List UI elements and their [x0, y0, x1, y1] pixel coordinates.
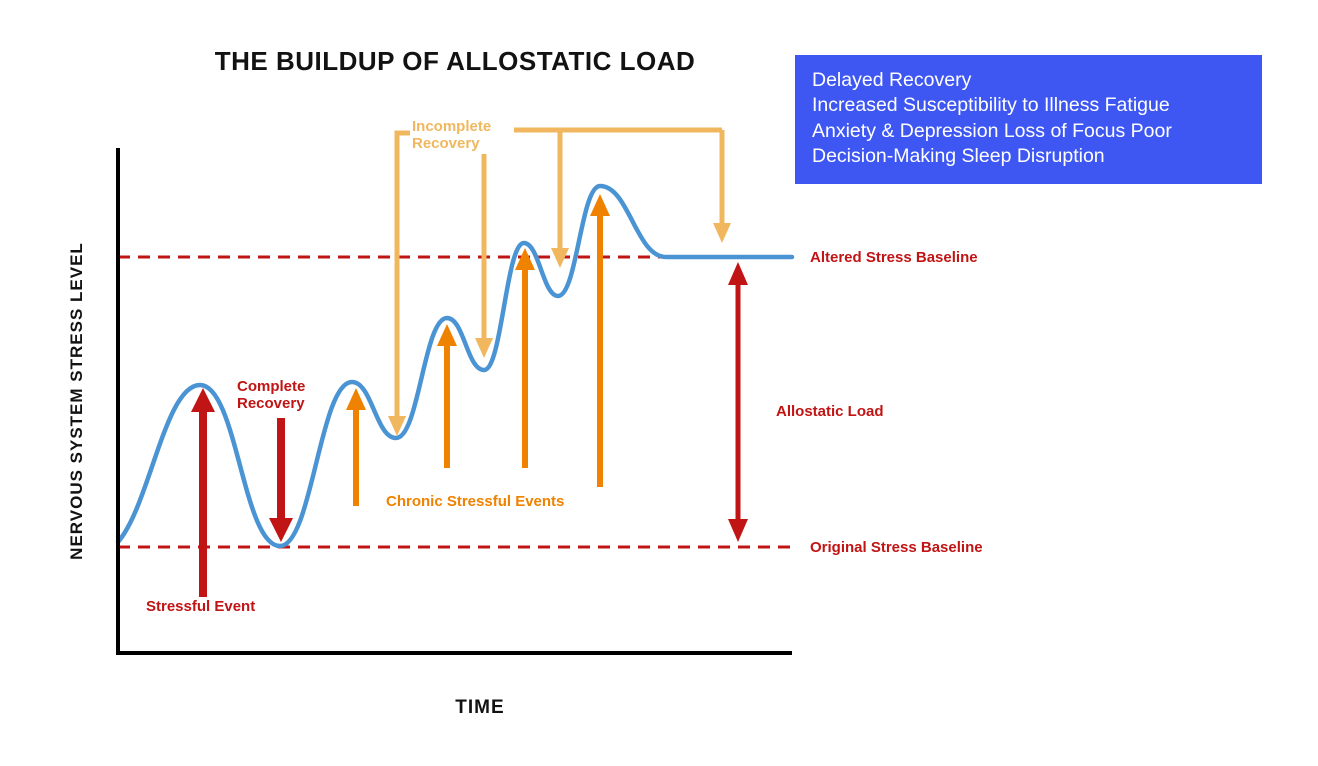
chronic-stressful-event-arrow-2	[437, 324, 457, 468]
complete-recovery-label: Complete Recovery	[237, 378, 306, 413]
chronic-stressful-event-arrow-4	[590, 194, 610, 487]
altered-stress-baseline-label: Altered Stress Baseline	[810, 249, 978, 266]
incomplete-recovery-arrow-4	[713, 130, 731, 243]
complete-recovery-arrow	[269, 418, 293, 542]
allostatic-load-label: Allostatic Load	[776, 403, 884, 420]
stressful-event-arrow	[191, 388, 215, 597]
info-box-line: Increased Susceptibility to Illness Fati…	[812, 94, 1170, 117]
info-box-line: Decision-Making Sleep Disruption	[812, 145, 1105, 168]
page-title: THE BUILDUP OF ALLOSTATIC LOAD	[214, 46, 696, 76]
incomplete-recovery-arrow-2	[475, 154, 493, 358]
info-box-line: Anxiety & Depression Loss of Focus Poor	[812, 119, 1172, 142]
original-stress-baseline-label: Original Stress Baseline	[810, 539, 983, 556]
stressful-event-label: Stressful Event	[146, 598, 256, 615]
chronic-stressful-event-arrow-1	[346, 388, 366, 506]
incomplete-recovery-label: Incomplete Recovery	[412, 118, 492, 153]
y-axis-label: NERVOUS SYSTEM STRESS LEVEL	[67, 242, 86, 560]
stress-curve	[115, 183, 795, 549]
allostatic-load-arrow	[728, 262, 748, 542]
chronic-stressful-event-arrow-3	[515, 248, 535, 468]
chronic-stressful-events-label: Chronic Stressful Events	[386, 493, 565, 510]
x-axis-label: TIME	[455, 697, 505, 718]
incomplete-recovery-arrow-1	[388, 130, 410, 436]
incomplete-recovery-arrow-3	[551, 130, 569, 268]
info-box-line: Delayed Recovery	[812, 69, 972, 91]
axes	[116, 148, 792, 655]
consequences-info-box: Delayed Recovery Increased Susceptibilit…	[795, 55, 1262, 185]
